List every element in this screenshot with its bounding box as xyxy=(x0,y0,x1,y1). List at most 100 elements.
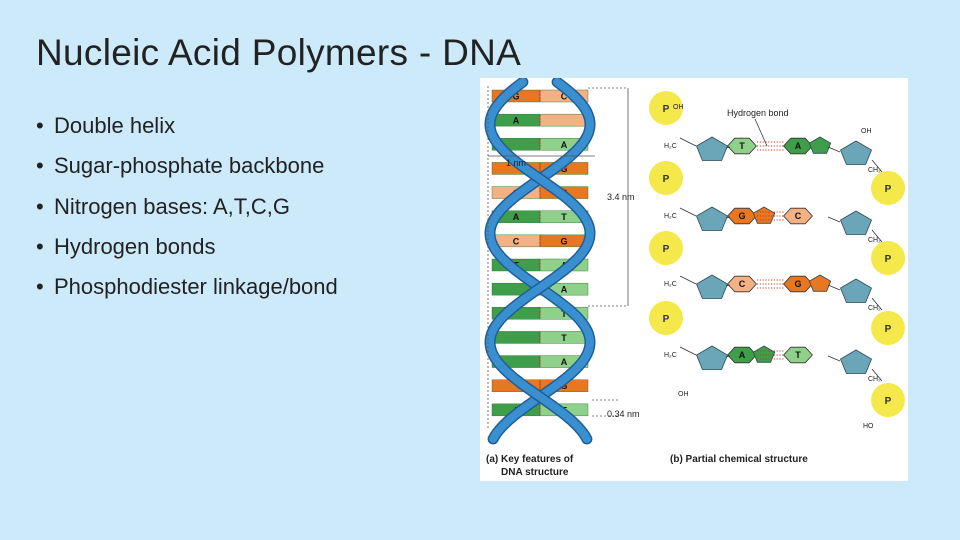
bullet-item: •Phosphodiester linkage/bond xyxy=(36,274,338,300)
backbone-strand xyxy=(485,78,595,443)
bullet-item: •Double helix xyxy=(36,113,176,138)
base-letter: T xyxy=(795,350,801,360)
glycosidic-bond xyxy=(725,355,731,358)
base-letter: A xyxy=(739,350,746,360)
phosphodiester-bond xyxy=(679,207,697,217)
base-letter: C xyxy=(739,279,746,289)
glycosidic-bond xyxy=(725,284,731,287)
glycosidic-bond xyxy=(827,216,841,223)
bullet-item: •Sugar-phosphate backbone xyxy=(36,153,325,179)
glycosidic-bond xyxy=(725,146,731,149)
base-left xyxy=(491,331,541,344)
sugar-right xyxy=(839,278,873,303)
base-spacing-label: 0.34 nm xyxy=(607,409,640,419)
h2c-label: H₂C xyxy=(664,143,677,150)
ch2-label: CH₂ xyxy=(868,167,881,174)
sugar-left xyxy=(695,206,729,231)
glycosidic-bond xyxy=(827,146,841,153)
hydrogen-bond-label: Hydrogen bond xyxy=(727,108,789,118)
h2c-label: H₂C xyxy=(664,281,677,288)
phosphate-left xyxy=(649,301,683,335)
slide-title: Nucleic Acid Polymers - DNA xyxy=(36,32,522,73)
bullet-text: Sugar-phosphate backbone xyxy=(54,153,325,179)
sugar-left xyxy=(695,136,729,161)
base-left-ring xyxy=(727,275,757,293)
base-right-ring xyxy=(783,207,813,225)
base-letter: T xyxy=(739,141,745,151)
phosphorus-letter: P xyxy=(663,174,670,185)
h2c-label: H₂C xyxy=(664,352,677,359)
sugar-right xyxy=(839,210,873,235)
helix-caption-line2: DNA structure xyxy=(501,467,569,478)
base-right-ring xyxy=(783,137,813,155)
helix-caption-line1: (a) Key features of xyxy=(486,454,574,465)
phosphorus-letter: P xyxy=(885,324,892,335)
phosphodiester-bond xyxy=(679,346,697,356)
base-letter: G xyxy=(738,211,745,221)
phosphate-left xyxy=(649,91,683,125)
base-right-ring2 xyxy=(808,274,832,292)
base-letter: A xyxy=(561,285,568,295)
base-letter: T xyxy=(561,309,567,319)
sugar-right xyxy=(839,349,873,374)
bullet-text: Double helix xyxy=(54,113,176,138)
phosphorus-letter: P xyxy=(885,254,892,265)
phosphate-right xyxy=(871,383,905,417)
oh-top-right-label: OH xyxy=(861,128,872,135)
phosphorus-letter: P xyxy=(663,244,670,255)
sugar-right xyxy=(839,140,873,165)
base-letter: A xyxy=(561,357,568,367)
base-letter: G xyxy=(560,236,567,246)
backbone-strand xyxy=(485,78,595,443)
base-letter: A xyxy=(513,116,520,126)
bullet-item: •Hydrogen bonds xyxy=(36,233,216,259)
sugar-left xyxy=(695,274,729,299)
phosphate-right xyxy=(871,241,905,275)
bullet-text: Hydrogen bonds xyxy=(54,233,216,259)
phosphodiester-bond xyxy=(871,368,883,382)
phosphodiester-bond xyxy=(871,297,883,311)
phosphate-left xyxy=(649,161,683,195)
base-right-ring xyxy=(783,346,813,364)
base-letter: T xyxy=(561,212,567,222)
ch2-label: CH₂ xyxy=(868,376,881,383)
base-letter: G xyxy=(512,92,519,102)
base-letter: C xyxy=(513,236,520,246)
phosphorus-letter: P xyxy=(885,396,892,407)
phosphate-left xyxy=(649,231,683,265)
hydrogen-bond-pointer xyxy=(754,118,768,147)
phosphate-right xyxy=(871,171,905,205)
oh-top-label: OH xyxy=(673,104,684,111)
base-letter: T xyxy=(561,333,567,343)
phosphorus-letter: P xyxy=(663,314,670,325)
base-letter: G xyxy=(560,164,567,174)
base-left-ring xyxy=(727,346,757,364)
phosphorus-letter: P xyxy=(885,184,892,195)
ch2-label: CH₂ xyxy=(868,305,881,312)
helix-pitch-label: 3.4 nm xyxy=(607,192,635,202)
chem-caption: (b) Partial chemical structure xyxy=(670,454,808,465)
base-left-ring xyxy=(727,137,757,155)
bullet-list: •Double helix •Sugar-phosphate backbone … xyxy=(36,111,338,312)
phosphodiester-bond xyxy=(679,137,697,147)
phosphate-right xyxy=(871,311,905,345)
phosphodiester-bond xyxy=(871,229,883,243)
base-left-ring xyxy=(727,207,757,225)
phosphodiester-bond xyxy=(871,159,883,173)
helix-width-label: 1 nm xyxy=(506,158,526,168)
bullet-item: •Nitrogen bases: A,T,C,G xyxy=(36,193,290,219)
glycosidic-bond xyxy=(827,284,841,291)
dimension-annotations xyxy=(487,86,629,428)
phosphorus-letter: P xyxy=(663,104,670,115)
glycosidic-bond xyxy=(725,216,731,219)
ch2-label: CH₂ xyxy=(868,237,881,244)
base-left-ring2 xyxy=(752,206,776,224)
base-letter: A xyxy=(795,141,802,151)
base-right xyxy=(539,113,589,127)
base-letter: C xyxy=(561,92,568,102)
bullet-text: Nitrogen bases: A,T,C,G xyxy=(54,193,290,219)
